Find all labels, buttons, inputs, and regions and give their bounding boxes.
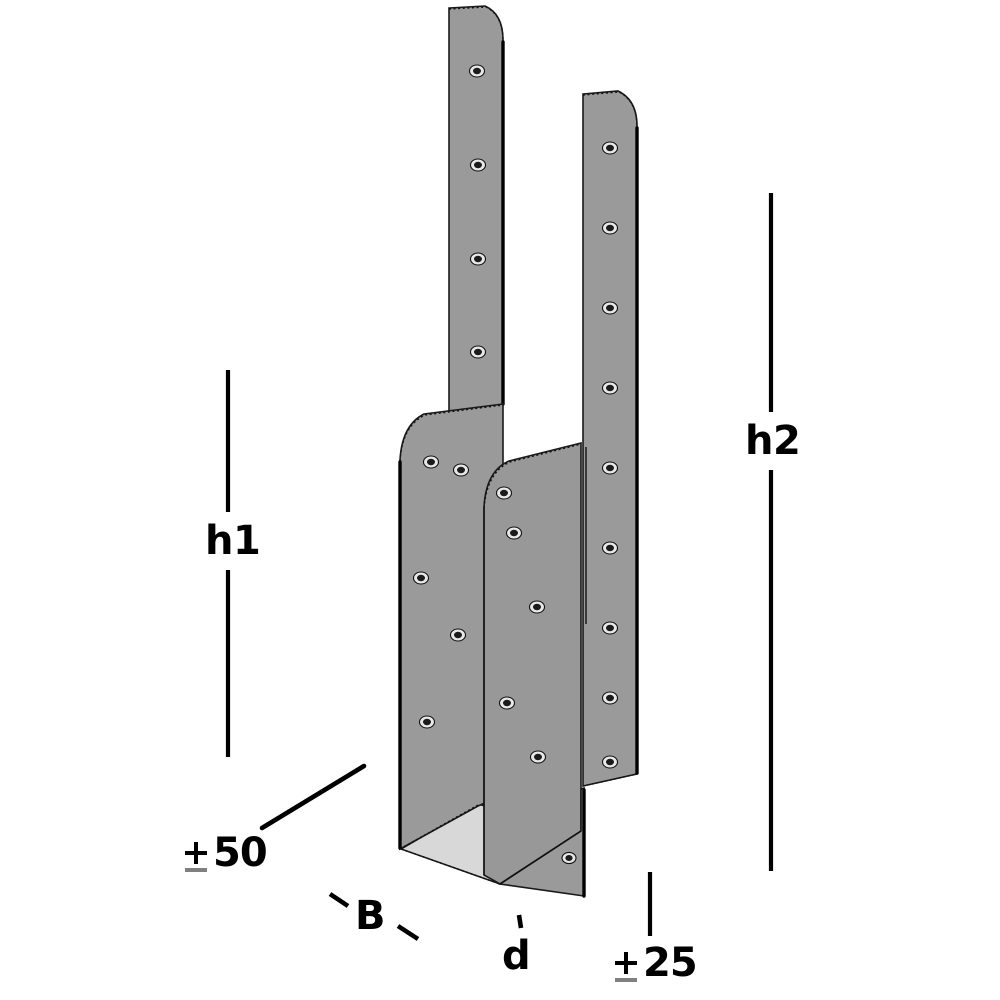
strap-hole [601, 541, 619, 555]
plus-minus-icon [183, 834, 209, 872]
strap-hole [469, 252, 487, 266]
B-dimension-label: B [355, 893, 386, 939]
tolerance-50-value: 50 [213, 830, 268, 876]
panel-hole [418, 715, 436, 729]
h2-dimension-label: h2 [745, 418, 801, 464]
h1-dimension-label: h1 [205, 518, 261, 564]
panel-hole [529, 750, 547, 764]
bottom-flange-tab [497, 786, 586, 898]
strap-hole [469, 345, 487, 359]
tolerance-25-group: 25 [613, 940, 698, 986]
strap-hole [601, 621, 619, 635]
tolerance-50-group: 50 [183, 830, 268, 876]
front-u-panel [483, 441, 582, 885]
strap-hole [601, 141, 619, 155]
tab-hole [561, 851, 577, 865]
d-dimension-dash [516, 914, 524, 929]
d-dimension-label: d [502, 933, 531, 979]
panel-hole [449, 628, 467, 642]
panel-hole [412, 571, 430, 585]
strap-hole [601, 755, 619, 769]
panel-hole [452, 463, 470, 477]
panel-hole [498, 696, 516, 710]
panel-hole [528, 600, 546, 614]
strap-hole [469, 158, 487, 172]
strap-hole [601, 221, 619, 235]
right-vertical-strap [582, 90, 639, 787]
panel-hole [505, 526, 523, 540]
strap-hole [601, 691, 619, 705]
strap-hole [601, 301, 619, 315]
B-dimension-dashes [328, 892, 420, 941]
panel-hole [495, 486, 513, 500]
plus-minus-icon [613, 944, 639, 982]
left-vertical-strap [448, 5, 505, 420]
strap-hole [468, 64, 486, 78]
tolerance-50-leader-line [259, 763, 367, 831]
strap-hole [601, 381, 619, 395]
panel-hole [422, 455, 440, 469]
strap-hole [601, 461, 619, 475]
tolerance-25-value: 25 [643, 940, 698, 986]
